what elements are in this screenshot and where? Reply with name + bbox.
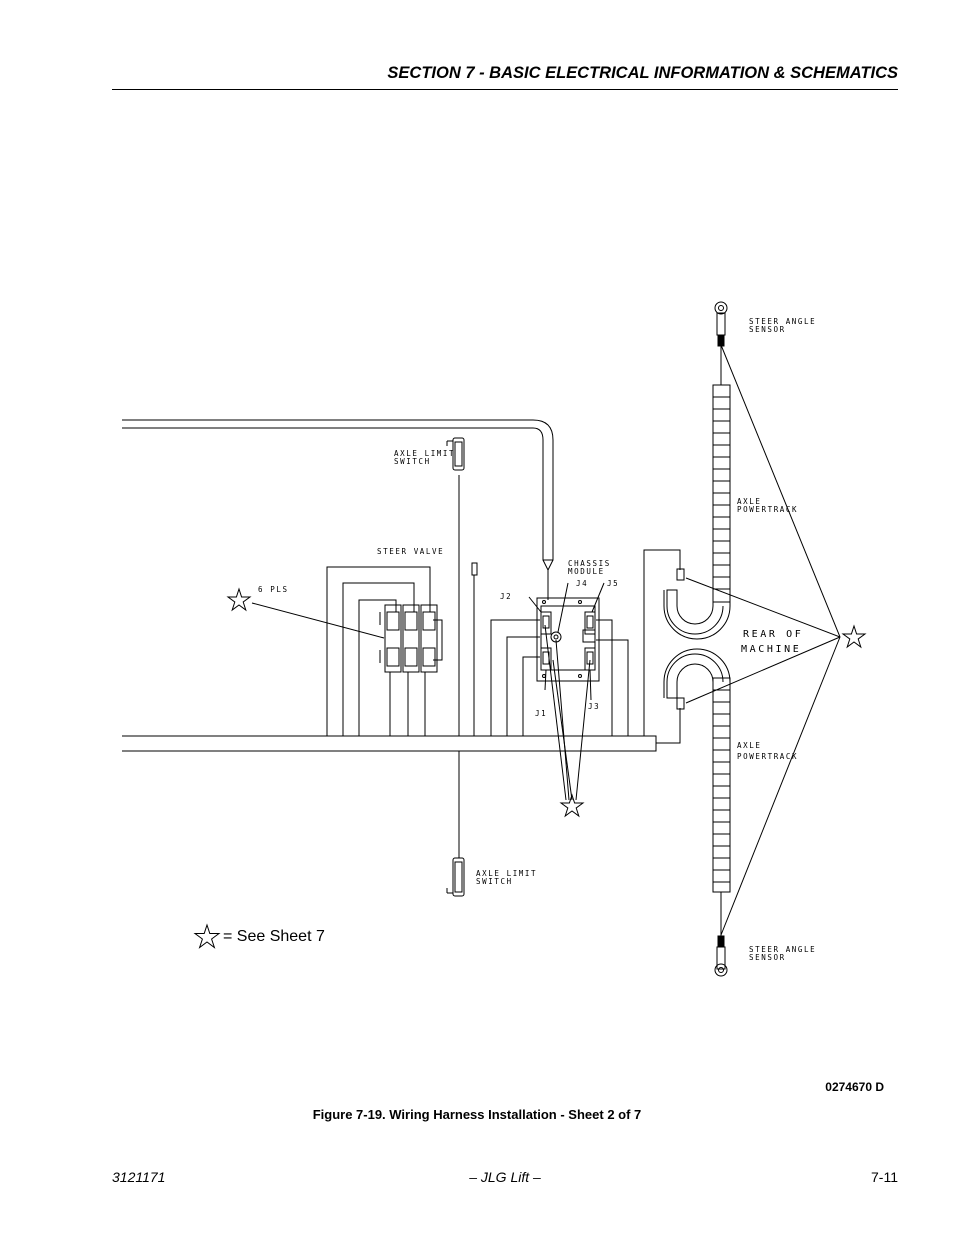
leader-lines [251, 344, 841, 936]
section-title: SECTION 7 - BASIC ELECTRICAL INFORMATION… [387, 64, 898, 82]
j2-label: J2 [500, 592, 512, 601]
drawing-number: 0274670 D [825, 1080, 884, 1094]
rear-of-machine-label-1: REAR OF [743, 629, 803, 640]
footer-doc-number: 3121171 [112, 1169, 166, 1185]
axle-limit-switch-top [446, 437, 465, 471]
star-icon [559, 793, 585, 818]
rear-of-machine-label-2: MACHINE [741, 644, 801, 655]
axle-powertrack-top [663, 346, 731, 640]
axle-limit-switch-top-label-1: AXLE LIMIT [394, 449, 455, 458]
axle-limit-switch-top-label-2: SWITCH [394, 457, 431, 466]
steer-angle-sensor-bottom-label-1: STEER ANGLE [749, 945, 816, 954]
header-rule [112, 89, 898, 90]
j5-label: J5 [607, 579, 619, 588]
j1-label: J1 [535, 709, 547, 718]
steer-valve-label: STEER VALVE [377, 547, 444, 556]
star-icon [226, 587, 252, 612]
axle-powertrack-bottom [663, 648, 731, 936]
axle-powertrack-top-label-1: AXLE [737, 497, 761, 506]
chassis-module-label-1: CHASSIS [568, 559, 611, 568]
footer-page-number: 7-11 [871, 1169, 898, 1185]
axle-limit-switch-bottom-label-2: SWITCH [476, 877, 513, 886]
axle-powertrack-bottom-label-2: POWERTRACK [737, 752, 798, 761]
steer-angle-sensor-bottom-label-2: SENSOR [749, 953, 786, 962]
branch-wires [326, 475, 681, 858]
star-icon [841, 624, 867, 649]
axle-powertrack-bottom-label-1: AXLE [737, 741, 761, 750]
legend-star-icon [193, 923, 221, 949]
steer-angle-sensor-top [714, 301, 728, 347]
steer-valve [379, 604, 438, 673]
footer-publisher: – JLG Lift – [469, 1169, 541, 1185]
steer-angle-sensor-top-label-2: SENSOR [749, 325, 786, 334]
chassis-module-label-2: MODULE [568, 567, 605, 576]
figure-caption: Figure 7-19. Wiring Harness Installation… [312, 1107, 642, 1122]
steer-angle-sensor-bottom [714, 935, 728, 977]
steer-angle-sensor-top-label-1: STEER ANGLE [749, 317, 816, 326]
axle-powertrack-top-label-2: POWERTRACK [737, 505, 798, 514]
six-pls-label: 6 PLS [258, 585, 289, 594]
axle-limit-switch-bottom [446, 857, 465, 897]
axle-limit-switch-bottom-label-1: AXLE LIMIT [476, 869, 537, 878]
legend-text: = See Sheet 7 [223, 928, 325, 945]
j4-label: J4 [576, 579, 588, 588]
j3-label: J3 [588, 702, 600, 711]
